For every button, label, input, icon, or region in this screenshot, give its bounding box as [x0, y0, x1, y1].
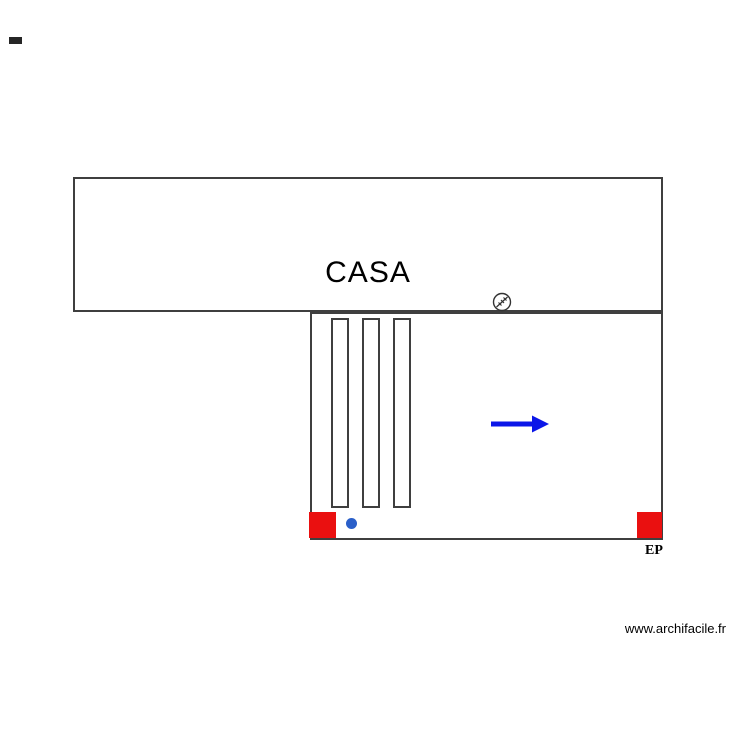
watermark-text: www.archifacile.fr [624, 621, 726, 636]
vertical-panel-3[interactable] [393, 318, 411, 508]
ep-label[interactable]: EP [645, 543, 663, 558]
vertical-panel-1[interactable] [331, 318, 349, 508]
vertical-panel-2[interactable] [362, 318, 380, 508]
light-symbol-icon[interactable] [492, 292, 512, 312]
room-casa-label: CASA [325, 256, 411, 289]
ep-marker-right[interactable] [637, 512, 662, 538]
room-casa[interactable]: CASA [73, 177, 663, 312]
direction-arrow-icon[interactable] [488, 413, 552, 435]
ep-marker-left[interactable] [309, 512, 336, 538]
blue-dot-marker[interactable] [346, 518, 357, 529]
stray-mark [9, 37, 22, 44]
